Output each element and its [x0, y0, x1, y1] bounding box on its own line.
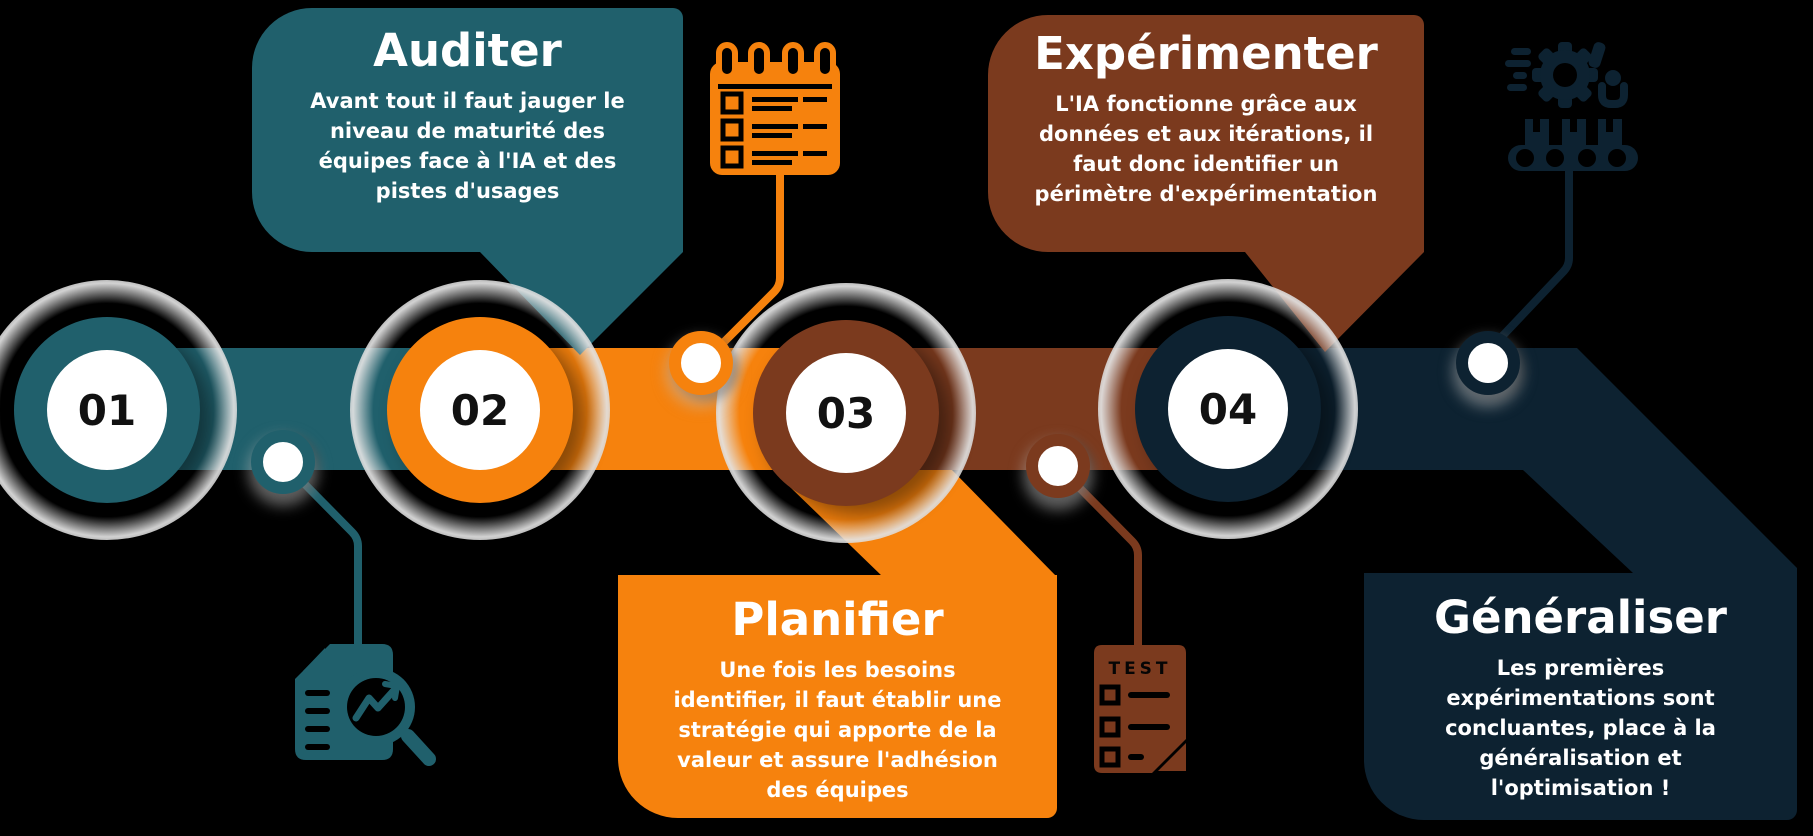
connector-line-step3 — [1054, 462, 1142, 649]
timeline-bar-step4-bend — [1228, 348, 1797, 573]
step-number-02: 02 — [450, 385, 510, 435]
step-title-auditer: Auditer — [373, 24, 562, 77]
step-circle-04-inner: 04 — [1168, 349, 1288, 469]
timeline-node-dot-3 — [1026, 434, 1090, 498]
timeline-node-dot-4 — [1456, 331, 1520, 395]
callout-box-experimenter: Expérimenter L'IA fonctionne grâce aux d… — [988, 15, 1424, 252]
automation-production-icon — [1505, 42, 1638, 171]
callout-box-planifier: Planifier Une fois les besoins identifie… — [618, 575, 1057, 818]
callout-box-auditer: Auditer Avant tout il faut jauger le niv… — [252, 8, 683, 252]
callout-tail-auditer — [480, 252, 683, 355]
test-clipboard-icon: TEST — [1094, 645, 1186, 773]
step-circle-04: 04 — [1135, 316, 1321, 502]
step-title-generaliser: Généraliser — [1434, 591, 1727, 644]
step-circle-02-inner: 02 — [420, 350, 540, 470]
connector-line-step2 — [701, 168, 784, 365]
step-description-auditer: Avant tout il faut jauger le niveau de m… — [310, 89, 625, 203]
callout-box-generaliser: Généraliser Les premières expérimentatio… — [1364, 573, 1797, 820]
step-number-01: 01 — [77, 385, 137, 435]
step-title-planifier: Planifier — [731, 593, 944, 646]
step-number-04: 04 — [1198, 384, 1258, 434]
step-circle-01: 01 — [14, 317, 200, 503]
step-circle-01-inner: 01 — [47, 350, 167, 470]
checklist-notepad-icon — [710, 42, 840, 175]
step-circle-03: 03 — [753, 320, 939, 506]
connector-line-step4 — [1488, 164, 1573, 351]
step-description-experimenter: L'IA fonctionne grâce aux données et aux… — [1034, 92, 1378, 206]
analysis-report-icon — [295, 644, 436, 766]
test-label: TEST — [1108, 659, 1171, 679]
step-description-planifier: Une fois les besoins identifier, il faut… — [673, 658, 1002, 802]
connector-line-step1 — [279, 458, 362, 650]
step-title-experimenter: Expérimenter — [1034, 27, 1378, 80]
step-circle-02: 02 — [387, 317, 573, 503]
step-number-03: 03 — [816, 388, 876, 438]
timeline-node-dot-1 — [251, 430, 315, 494]
callout-tail-experimenter — [1245, 252, 1424, 352]
step-circle-03-inner: 03 — [786, 353, 906, 473]
step-description-generaliser: Les premières expérimentations sont conc… — [1445, 656, 1716, 800]
timeline-node-dot-2 — [669, 331, 733, 395]
